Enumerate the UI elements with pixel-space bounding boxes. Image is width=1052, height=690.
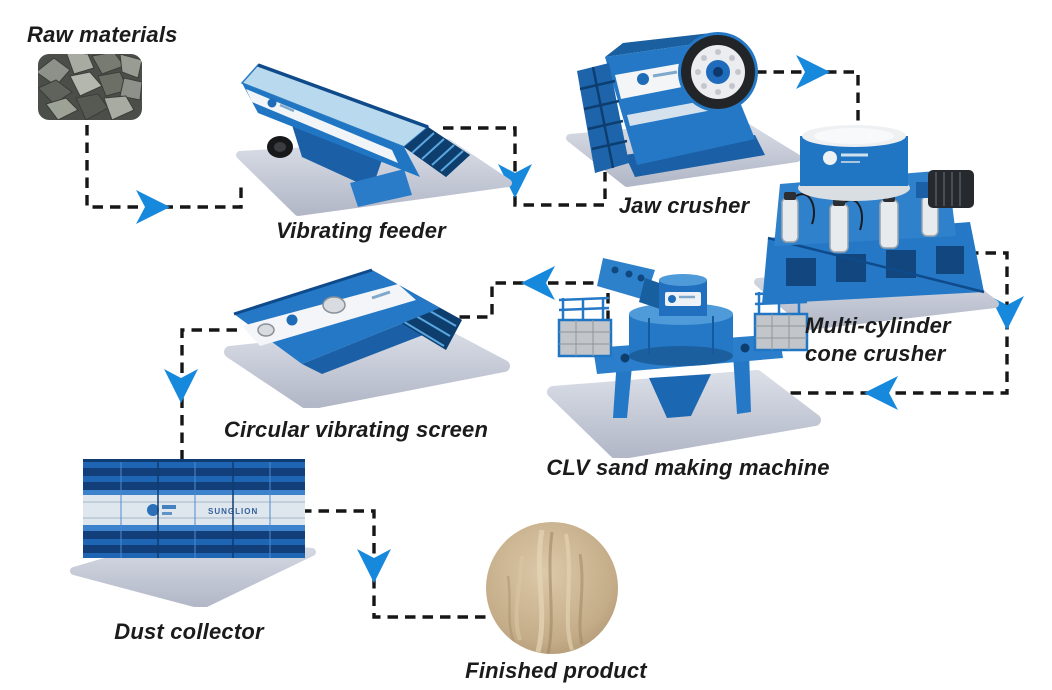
- screen-brand-band: [242, 284, 416, 346]
- label-cone-crusher: Multi-cylinder cone crusher: [805, 312, 951, 368]
- clv-hopper: [649, 374, 711, 418]
- dust-collector-image: SUNGLION: [70, 459, 316, 607]
- dust-brand-band: [83, 495, 305, 525]
- arrowhead-left-icon: [864, 376, 898, 410]
- connector-raw-to-feeder: [85, 125, 243, 209]
- vibrating-feeder-image: [236, 63, 512, 216]
- feeder-grizzly-bars: [404, 127, 470, 177]
- sand-pile: [486, 522, 618, 654]
- arrowhead-down-icon: [498, 164, 532, 198]
- connector-dust-to-product: [301, 509, 486, 619]
- brand-logo-icon: [637, 73, 649, 85]
- brand-logo-icon: [147, 504, 159, 516]
- label-jaw-crusher: Jaw crusher: [618, 193, 750, 218]
- screen-body: [233, 268, 462, 374]
- finished-product-image: [486, 522, 618, 654]
- arrowhead-down-icon: [357, 549, 391, 583]
- cone-upper-assembly: [798, 125, 910, 201]
- jaw-flywheel: [678, 32, 758, 112]
- cone-crusher-image: [754, 125, 999, 330]
- jaw-crusher-image: [566, 32, 800, 187]
- label-cone-crusher-line2: cone crusher: [805, 341, 946, 366]
- arrowhead-down-icon: [164, 369, 198, 403]
- arrowhead-right-icon: [136, 190, 170, 224]
- clv-left-walkway: [557, 296, 613, 358]
- jaw-frame-lattice: [577, 63, 629, 173]
- connector-screen-to-dust: [180, 328, 237, 462]
- label-dust-collector: Dust collector: [114, 619, 264, 644]
- dust-wall: SUNGLION: [83, 459, 305, 558]
- raw-materials-image: [38, 54, 142, 120]
- label-circular-vibrating-screen: Circular vibrating screen: [223, 417, 489, 442]
- clv-feed-tower: [597, 258, 707, 316]
- clv-brand-band: [665, 292, 701, 306]
- brand-logo-icon: [668, 295, 676, 303]
- clv-body: [557, 258, 809, 418]
- brand-logo-icon: [823, 151, 837, 165]
- label-vibrating-feeder: Vibrating feeder: [276, 218, 446, 243]
- label-finished-product: Finished product: [465, 658, 647, 683]
- label-raw-materials: Raw materials: [27, 22, 178, 47]
- brand-logo-icon: [286, 314, 298, 326]
- clv-right-walkway: [753, 290, 809, 352]
- circular-vibrating-screen-image: [224, 268, 510, 408]
- cone-motor: [916, 170, 974, 208]
- clv-rotor-drum: [629, 303, 733, 366]
- feeder-body: [240, 63, 470, 207]
- screen-vibrator: [322, 296, 346, 314]
- arrowhead-right-icon: [796, 55, 830, 89]
- brand-logo-icon: [267, 98, 277, 108]
- connector-feeder-to-jaw: [443, 126, 607, 207]
- rock-pile: [38, 54, 142, 120]
- connector-clv-to-screen: [437, 281, 610, 321]
- arrowhead-left-icon: [521, 266, 555, 300]
- label-cone-crusher-line1: Multi-cylinder: [805, 313, 951, 338]
- label-clv-sand-making-machine: CLV sand making machine: [546, 455, 830, 480]
- clv-sand-making-machine-image: [547, 258, 821, 458]
